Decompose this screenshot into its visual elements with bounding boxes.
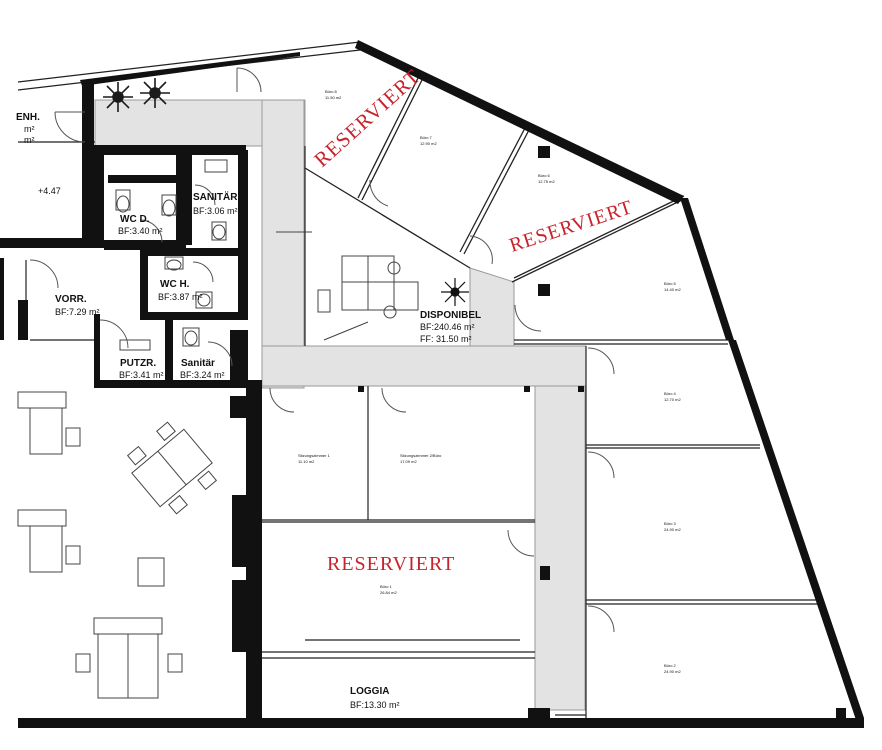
room-area-buero7: 12.90 m2: [420, 141, 437, 146]
room-area-enh: m²: [24, 124, 35, 134]
plants-top: [103, 78, 170, 112]
room-label-sitzung2: Sitzungszimmer 2/Büro: [400, 453, 442, 458]
doors: [29, 67, 615, 633]
room-label-buero6: Büro 6: [538, 173, 551, 178]
room-area-buero1: 26.84 m2: [380, 590, 397, 595]
room-area-buero2: 24.90 m2: [664, 669, 681, 674]
room-area-sanitaer-top: BF:3.06 m²: [193, 206, 238, 216]
room-area-wc-h: BF:3.87 m²: [158, 292, 203, 302]
room-label-buero4: Büro 4: [664, 391, 677, 396]
corridors: [94, 99, 587, 711]
room-area-disponibel-ff: FF: 31.50 m²: [420, 334, 472, 344]
room-label-putzr: PUTZR.: [120, 358, 156, 369]
room-area-sanitaer-bottom: BF:3.24 m²: [180, 370, 225, 380]
room-label-buero1: Büro 1: [380, 584, 393, 589]
columns: [358, 386, 584, 392]
room-area-buero4: 12.70 m2: [664, 397, 681, 402]
room-label-buero3: Büro 3: [664, 521, 677, 526]
stamp-reserviert-buero6: RESERVIERT: [507, 196, 636, 257]
room-label-wc-d: WC D.: [120, 214, 150, 225]
stamp-reserviert-buero1: RESERVIERT: [327, 553, 455, 575]
room-label-sanitaer-bottom: Sanitär: [181, 358, 215, 369]
furniture-disponibel: [276, 231, 419, 341]
room-area-loggia: BF:13.30 m²: [350, 700, 400, 710]
corridor-vertical-left: [261, 99, 305, 389]
room-area-buero5: 14.40 m2: [664, 287, 681, 292]
room-area-disponibel: BF:240.46 m²: [420, 322, 475, 332]
corridor-horizontal: [261, 345, 587, 387]
room-label-buero2: Büro 2: [664, 663, 677, 668]
corridor-wedge: [469, 267, 515, 347]
sanitary-fixtures: [115, 159, 228, 351]
room-label-enh: ENH.: [16, 112, 40, 123]
room-area-putzr: BF:3.41 m²: [119, 370, 164, 380]
room-area-buero6: 12.75 m2: [538, 179, 555, 184]
room-area-vorr: BF:7.29 m²: [55, 307, 100, 317]
room-label-wc-h: WC H.: [160, 279, 190, 290]
room-label-sitzung1: Sitzungszimmer 1: [298, 453, 331, 458]
room-area-wc-d: BF:3.40 m²: [118, 226, 163, 236]
thin-walls: [17, 41, 820, 718]
room-area-buero8: 11.50 m2: [325, 95, 342, 100]
furniture-left: [17, 391, 218, 699]
plant-disponibel: [441, 278, 469, 306]
room-label-loggia: LOGGIA: [350, 686, 389, 697]
room-area-sitzung2: 17.09 m2: [400, 459, 417, 464]
room-label-vorr: VORR.: [55, 294, 87, 305]
room-area-sitzung1: 11.10 m2: [298, 459, 315, 464]
room-label-buero7: Büro 7: [420, 135, 433, 140]
office-partitions: [304, 77, 685, 283]
level-marker: +4.47: [38, 186, 61, 196]
room-label-buero5: Büro 5: [664, 281, 677, 286]
room-label-buero8: Büro 8: [325, 89, 338, 94]
corridor-vertical-right: [534, 385, 586, 711]
room-label-disponibel: DISPONIBEL: [420, 310, 481, 321]
room-label-sanitaer-top: SANITÄR: [193, 190, 238, 203]
stamp-reserviert-buero8: RESERVIERT: [309, 64, 425, 172]
thick-walls: [0, 40, 864, 728]
room-area-buero3: 24.90 m2: [664, 527, 681, 532]
room-area-enh-2: m²: [24, 135, 35, 145]
